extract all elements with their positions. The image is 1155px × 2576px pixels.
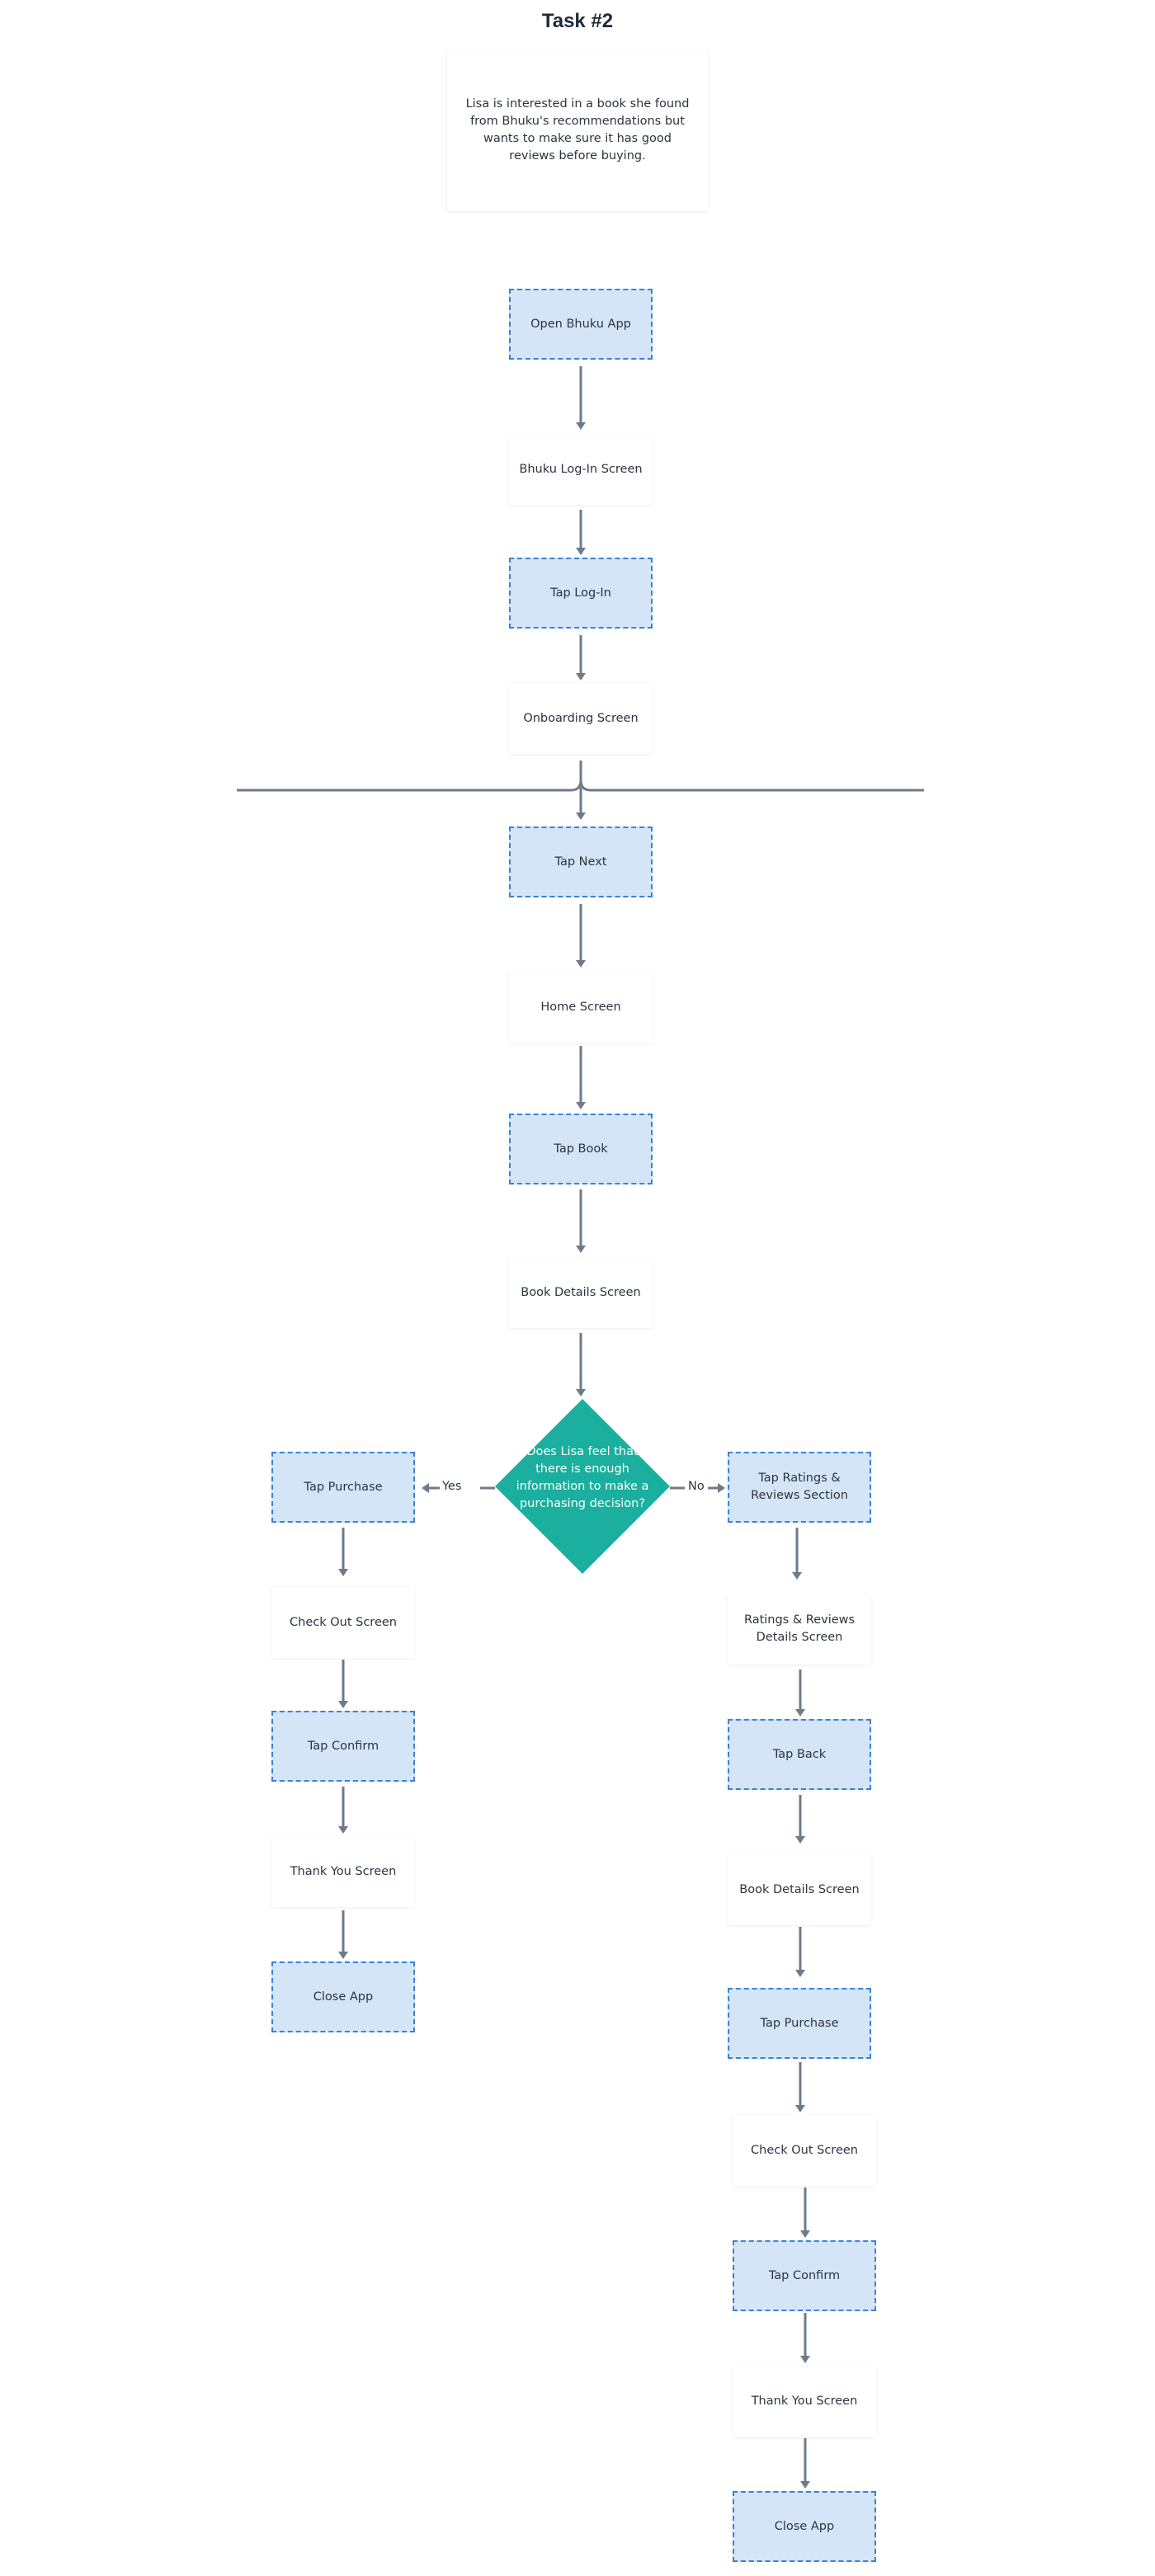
home-screen-label: Home Screen bbox=[540, 1000, 621, 1014]
decision-diamond bbox=[495, 1399, 670, 1574]
no-tap-purchase-label: Tap Purchase bbox=[760, 2016, 839, 2030]
task-description-card: Lisa is interested in a book she found f… bbox=[447, 49, 708, 211]
onboarding-screen-step: Onboarding Screen bbox=[509, 683, 653, 754]
no-book-details-screen-step: Book Details Screen bbox=[728, 1854, 871, 1925]
no-tap-ratings-step: Tap Ratings & Reviews Section bbox=[728, 1452, 871, 1523]
home-screen-step: Home Screen bbox=[509, 972, 653, 1043]
no-close-app-step: Close App bbox=[733, 2491, 876, 2562]
branch-connectors bbox=[422, 1483, 725, 1493]
no-ratings-details-screen-step: Ratings & Reviews Details Screen bbox=[728, 1594, 871, 1665]
onboarding-screen-label: Onboarding Screen bbox=[523, 711, 639, 725]
no-close-app-label: Close App bbox=[774, 2519, 835, 2533]
tap-login-label: Tap Log-In bbox=[550, 586, 611, 600]
diagram-title: Task #2 bbox=[541, 10, 614, 32]
no-connectors bbox=[792, 1528, 810, 2489]
book-details-screen-step: Book Details Screen bbox=[509, 1257, 653, 1328]
no-book-details-screen-label: Book Details Screen bbox=[739, 1882, 860, 1896]
task-description-text: Lisa is interested in a book she found f… bbox=[465, 97, 690, 162]
no-branch-label: No bbox=[686, 1480, 707, 1493]
yes-tap-confirm-step: Tap Confirm bbox=[271, 1711, 415, 1782]
yes-connectors bbox=[338, 1528, 348, 1959]
no-thank-you-screen-step: Thank You Screen bbox=[733, 2366, 876, 2437]
yes-tap-confirm-label: Tap Confirm bbox=[307, 1739, 380, 1753]
tap-next-label: Tap Next bbox=[554, 855, 607, 869]
no-checkout-screen-label: Check Out Screen bbox=[751, 2143, 858, 2157]
open-app-step: Open Bhuku App bbox=[509, 289, 653, 360]
no-thank-you-screen-label: Thank You Screen bbox=[751, 2394, 858, 2408]
yes-tap-purchase-label: Tap Purchase bbox=[304, 1480, 383, 1494]
no-tap-back-step: Tap Back bbox=[728, 1719, 871, 1790]
yes-thank-you-screen-label: Thank You Screen bbox=[290, 1864, 397, 1878]
tap-book-label: Tap Book bbox=[554, 1142, 608, 1156]
yes-close-app-step: Close App bbox=[271, 1961, 415, 2032]
no-tap-ratings-label: Tap Ratings & Reviews Section bbox=[751, 1472, 848, 1502]
yes-tap-purchase-step: Tap Purchase bbox=[271, 1452, 415, 1523]
no-ratings-details-screen-label: Ratings & Reviews Details Screen bbox=[743, 1613, 856, 1644]
yes-branch-label: Yes bbox=[440, 1480, 464, 1493]
no-tap-back-label: Tap Back bbox=[772, 1747, 827, 1761]
yes-close-app-label: Close App bbox=[313, 1990, 374, 2004]
no-tap-purchase-step: Tap Purchase bbox=[728, 1988, 871, 2059]
login-screen-label: Bhuku Log-In Screen bbox=[519, 462, 643, 476]
yes-checkout-screen-step: Check Out Screen bbox=[271, 1587, 415, 1658]
tap-book-step: Tap Book bbox=[509, 1114, 653, 1184]
decision-question: Does Lisa feel that there is enough info… bbox=[516, 1445, 649, 1510]
tap-login-step: Tap Log-In bbox=[509, 558, 653, 629]
book-details-screen-label: Book Details Screen bbox=[521, 1285, 641, 1299]
yes-checkout-screen-label: Check Out Screen bbox=[290, 1615, 397, 1629]
no-tap-confirm-label: Tap Confirm bbox=[768, 2268, 841, 2282]
open-app-label: Open Bhuku App bbox=[530, 317, 631, 331]
main-connectors bbox=[576, 366, 586, 1396]
no-tap-confirm-step: Tap Confirm bbox=[733, 2240, 876, 2311]
no-checkout-screen-step: Check Out Screen bbox=[733, 2115, 876, 2186]
tap-next-step: Tap Next bbox=[509, 826, 653, 897]
login-screen-step: Bhuku Log-In Screen bbox=[509, 434, 653, 505]
yes-thank-you-screen-step: Thank You Screen bbox=[271, 1836, 415, 1907]
